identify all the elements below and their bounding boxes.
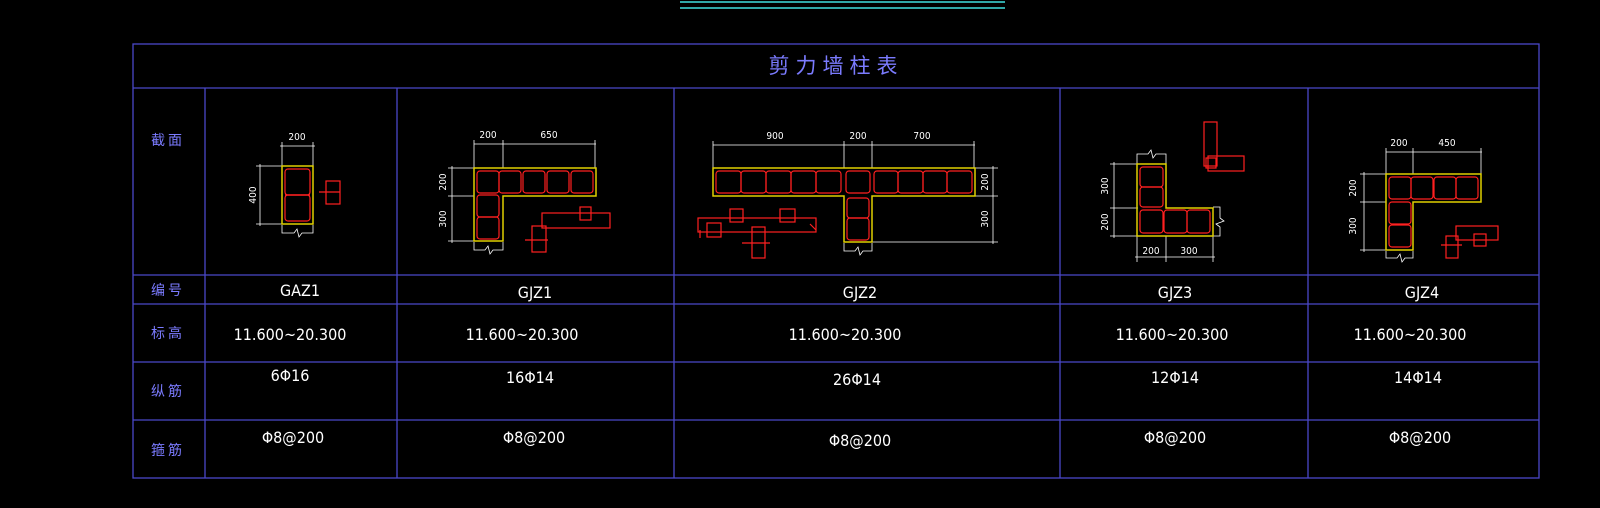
dim-gjz4-flange: 200: [1390, 138, 1407, 149]
row-label-stirrup: 箍筋: [151, 442, 185, 459]
column-stirrup-gjz4: Φ8@200: [1389, 428, 1451, 447]
dim-gjz4-height-top: 200: [1348, 179, 1359, 196]
column-longitudinal-gaz1: 6Φ16: [271, 366, 310, 385]
row-label-elevation: 标高: [151, 325, 185, 342]
column-longitudinal-gjz3: 12Φ14: [1151, 368, 1199, 387]
column-elevation-gjz4: 11.600~20.300: [1354, 325, 1467, 344]
column-number-gjz2: GJZ2: [843, 283, 877, 302]
dim-gjz1-web: 650: [540, 130, 557, 141]
dim-gjz2-height-top: 200: [980, 173, 991, 190]
section-drawing-gjz1: 200 650 200 300: [438, 130, 611, 255]
dim-gjz3-width-right: 300: [1180, 246, 1197, 257]
dim-gjz3-height-bottom: 200: [1100, 213, 1111, 230]
top-reference-lines: [680, 1, 1005, 9]
column-stirrup-gjz3: Φ8@200: [1144, 428, 1206, 447]
table-title: 剪力墙柱表: [769, 54, 904, 78]
dim-gjz3-width-left: 200: [1142, 246, 1159, 257]
column-stirrup-gjz1: Φ8@200: [503, 428, 565, 447]
column-elevation-gaz1: 11.600~20.300: [234, 325, 347, 344]
dim-gjz1-height-top: 200: [438, 173, 449, 190]
section-drawing-gjz2: 900 200 700 200 300: [697, 131, 998, 259]
section-drawing-gaz1: 200 400: [248, 132, 341, 238]
column-number-gaz1: GAZ1: [280, 281, 320, 300]
row-label-number: 编号: [151, 283, 185, 299]
column-longitudinal-gjz2: 26Φ14: [833, 370, 881, 389]
dim-gjz4-height-bottom: 300: [1348, 217, 1359, 234]
column-number-gjz1: GJZ1: [518, 283, 552, 302]
column-elevation-gjz3: 11.600~20.300: [1116, 325, 1229, 344]
column-elevation-gjz2: 11.600~20.300: [789, 325, 902, 344]
dim-gjz3-height-top: 300: [1100, 177, 1111, 194]
column-longitudinal-gjz1: 16Φ14: [506, 368, 554, 387]
column-stirrup-gaz1: Φ8@200: [262, 428, 324, 447]
row-label-section: 截面: [151, 133, 185, 149]
dim-gjz2-right: 700: [913, 131, 930, 142]
dim-gjz2-web: 200: [849, 131, 866, 142]
dim-gjz4-web: 450: [1438, 138, 1455, 149]
dim-gaz1-height: 400: [248, 186, 259, 203]
dim-gaz1-width: 200: [288, 132, 305, 143]
section-drawing-gjz4: 200 450 200 300: [1348, 138, 1499, 263]
row-label-longitudinal: 纵筋: [151, 383, 185, 400]
column-stirrup-gjz2: Φ8@200: [829, 431, 891, 450]
column-elevation-gjz1: 11.600~20.300: [466, 325, 579, 344]
dim-gjz1-flange: 200: [479, 130, 496, 141]
column-longitudinal-gjz4: 14Φ14: [1394, 368, 1442, 387]
dim-gjz2-height-bottom: 300: [980, 210, 991, 227]
column-number-gjz3: GJZ3: [1158, 283, 1192, 302]
column-number-gjz4: GJZ4: [1405, 283, 1439, 302]
table-grid: [132, 43, 1540, 479]
section-drawing-gjz3: 300 200 200 300: [1100, 121, 1245, 262]
dim-gjz2-left: 900: [766, 131, 783, 142]
dim-gjz1-height-bottom: 300: [438, 210, 449, 227]
